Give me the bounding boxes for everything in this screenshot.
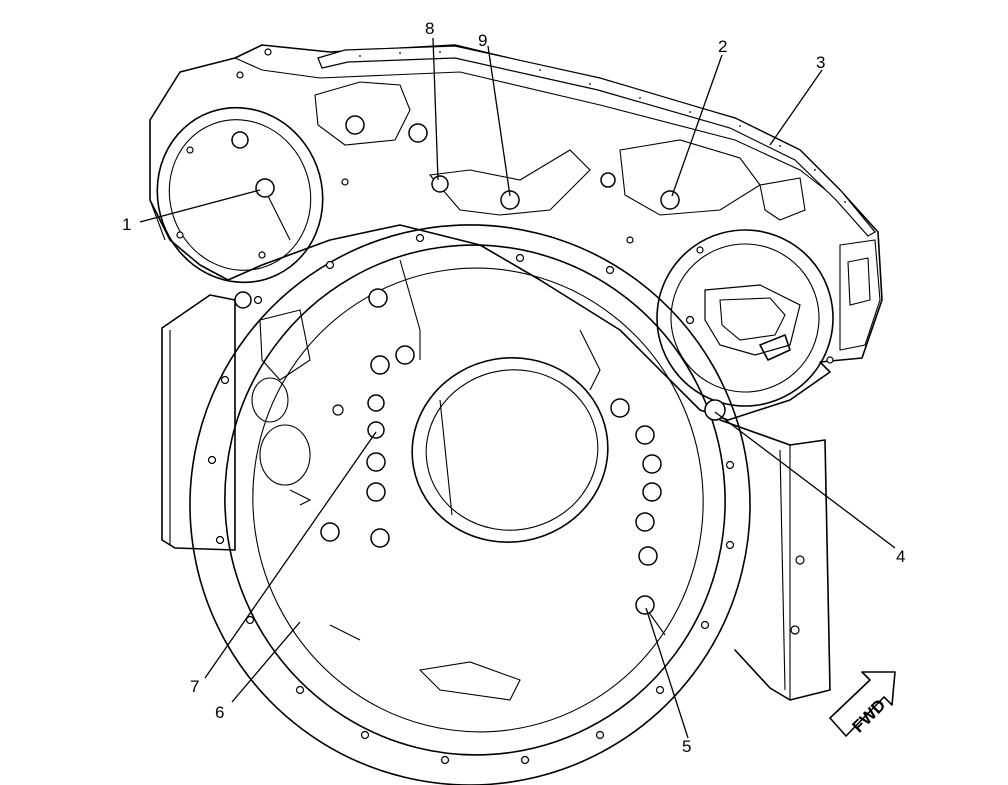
callout-5: 5 bbox=[682, 737, 691, 756]
upper-mounting-pads bbox=[314, 81, 881, 351]
callout-9: 9 bbox=[478, 31, 487, 50]
flange-rim-holes bbox=[176, 48, 834, 765]
inner-ribs bbox=[251, 259, 666, 701]
forward-direction-arrow: FWD bbox=[829, 671, 896, 737]
callout-3: 3 bbox=[816, 53, 825, 72]
callout-1: 1 bbox=[122, 215, 131, 234]
callout-4: 4 bbox=[896, 547, 905, 566]
callout-leaders bbox=[139, 37, 896, 739]
main-flange-ring bbox=[189, 224, 751, 785]
callout-6: 6 bbox=[215, 703, 224, 722]
callout-8: 8 bbox=[425, 19, 434, 38]
fwd-label: FWD bbox=[849, 695, 890, 736]
housing-lower-block bbox=[161, 294, 831, 701]
center-bore bbox=[411, 357, 609, 543]
right-starter-port bbox=[656, 229, 834, 407]
callout-labels: 1 2 3 4 5 6 7 8 9 bbox=[122, 19, 905, 756]
bolt-group-upper bbox=[231, 115, 726, 421]
gasket-strip bbox=[317, 45, 876, 237]
bolt-group-left-column bbox=[320, 288, 415, 548]
callout-7: 7 bbox=[190, 677, 199, 696]
bolt-group-right-column bbox=[610, 398, 662, 615]
left-starter-port bbox=[156, 106, 324, 284]
callout-2: 2 bbox=[718, 37, 727, 56]
gasket-speckle bbox=[359, 51, 846, 203]
housing-upper-casting bbox=[149, 44, 883, 421]
